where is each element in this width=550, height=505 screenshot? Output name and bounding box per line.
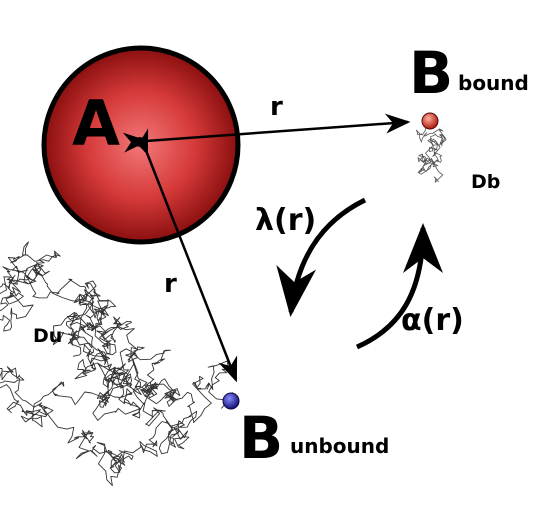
- b-bound-label: B: [409, 39, 453, 107]
- distance-label-bound: r: [270, 92, 283, 122]
- lambda-rate-arrow: [276, 197, 367, 317]
- bound-polymer-chain: [415, 127, 447, 183]
- distance-arrow-unbound: [129, 128, 238, 383]
- sphere-label: A: [72, 87, 120, 160]
- b-unbound-subscript: unbound: [290, 434, 389, 458]
- unbound-particle: [222, 392, 240, 410]
- bound-particle: [421, 112, 439, 130]
- b-unbound-label: B: [239, 404, 283, 472]
- db-label: Db: [471, 171, 500, 193]
- alpha-rate-label: α(r): [401, 303, 464, 338]
- alpha-rate-arrow: [355, 223, 443, 350]
- b-bound-subscript: bound: [458, 71, 529, 95]
- du-label: Du: [33, 325, 62, 347]
- sphere-center-dot: [135, 137, 145, 147]
- lambda-rate-label: λ(r): [255, 203, 316, 238]
- distance-label-unbound: r: [164, 269, 177, 299]
- unbound-polymer-chain: [0, 241, 239, 487]
